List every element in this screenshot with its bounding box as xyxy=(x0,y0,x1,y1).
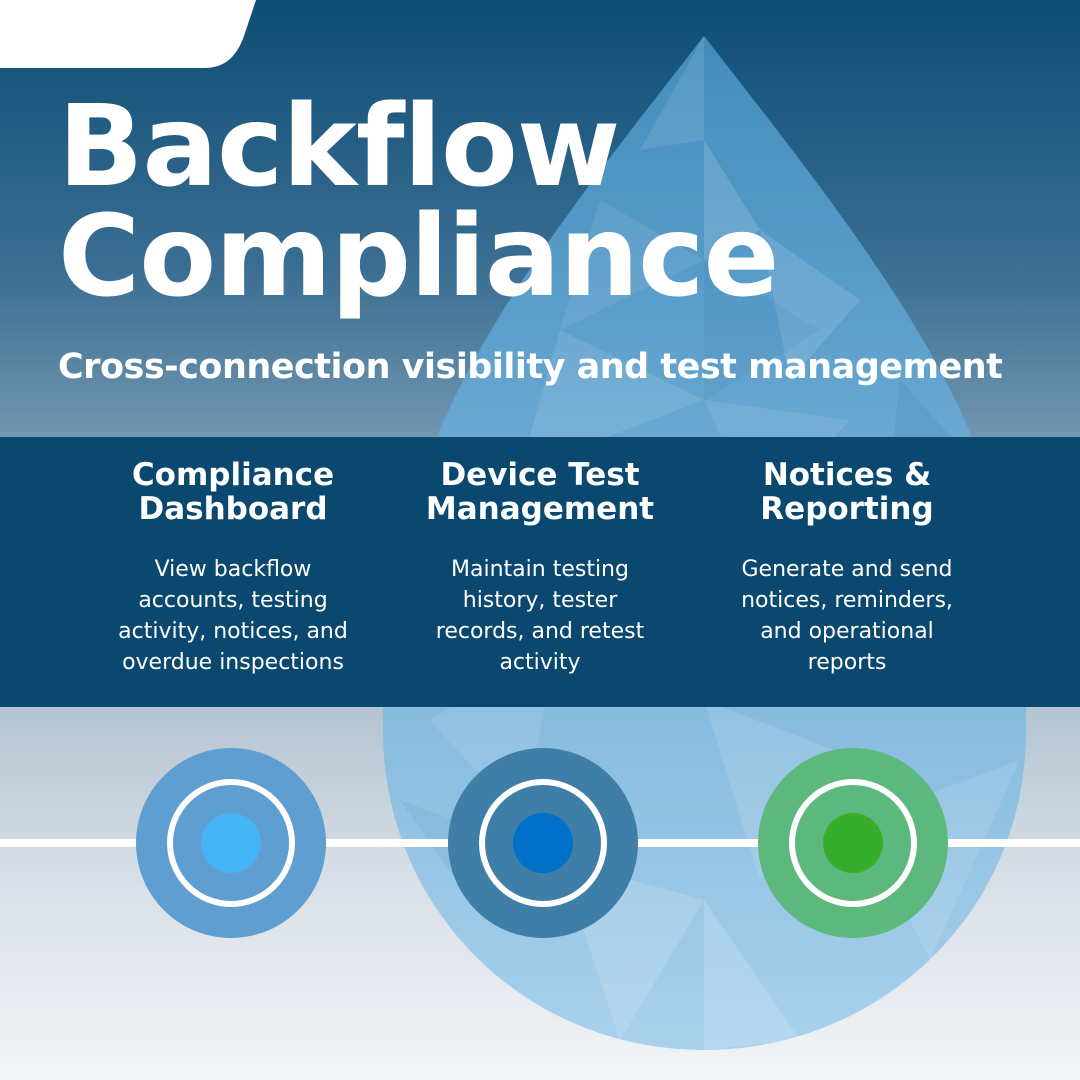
timeline-node-icon xyxy=(448,748,638,938)
feature-description: View backflow accounts, testing activity… xyxy=(118,557,348,675)
timeline-node-core xyxy=(201,813,261,873)
timeline-node-ring xyxy=(789,779,917,907)
page-subtitle: Cross-connection visibility and test man… xyxy=(58,347,1003,387)
timeline-node-ring xyxy=(479,779,607,907)
feature-compliance-dashboard: Compliance Dashboard View backflow accou… xyxy=(83,458,383,678)
feature-notices-reporting: Notices & Reporting Generate and send no… xyxy=(697,458,997,678)
timeline-node-core xyxy=(513,813,573,873)
feature-description: Generate and send notices, reminders, an… xyxy=(741,557,953,675)
corner-tab xyxy=(0,0,256,68)
feature-description: Maintain testing history, tester records… xyxy=(435,557,645,675)
timeline-node-ring xyxy=(167,779,295,907)
feature-device-test-management: Device Test Management Maintain testing … xyxy=(390,458,690,678)
feature-title: Device Test Management xyxy=(425,457,655,527)
timeline-node-core xyxy=(823,813,883,873)
features-band xyxy=(0,437,1080,707)
timeline-node-icon xyxy=(758,748,948,938)
feature-title: Compliance Dashboard xyxy=(131,457,335,527)
timeline-node-icon xyxy=(136,748,326,938)
page-title: Backflow Compliance xyxy=(58,82,779,322)
feature-title: Notices & Reporting xyxy=(760,457,934,527)
